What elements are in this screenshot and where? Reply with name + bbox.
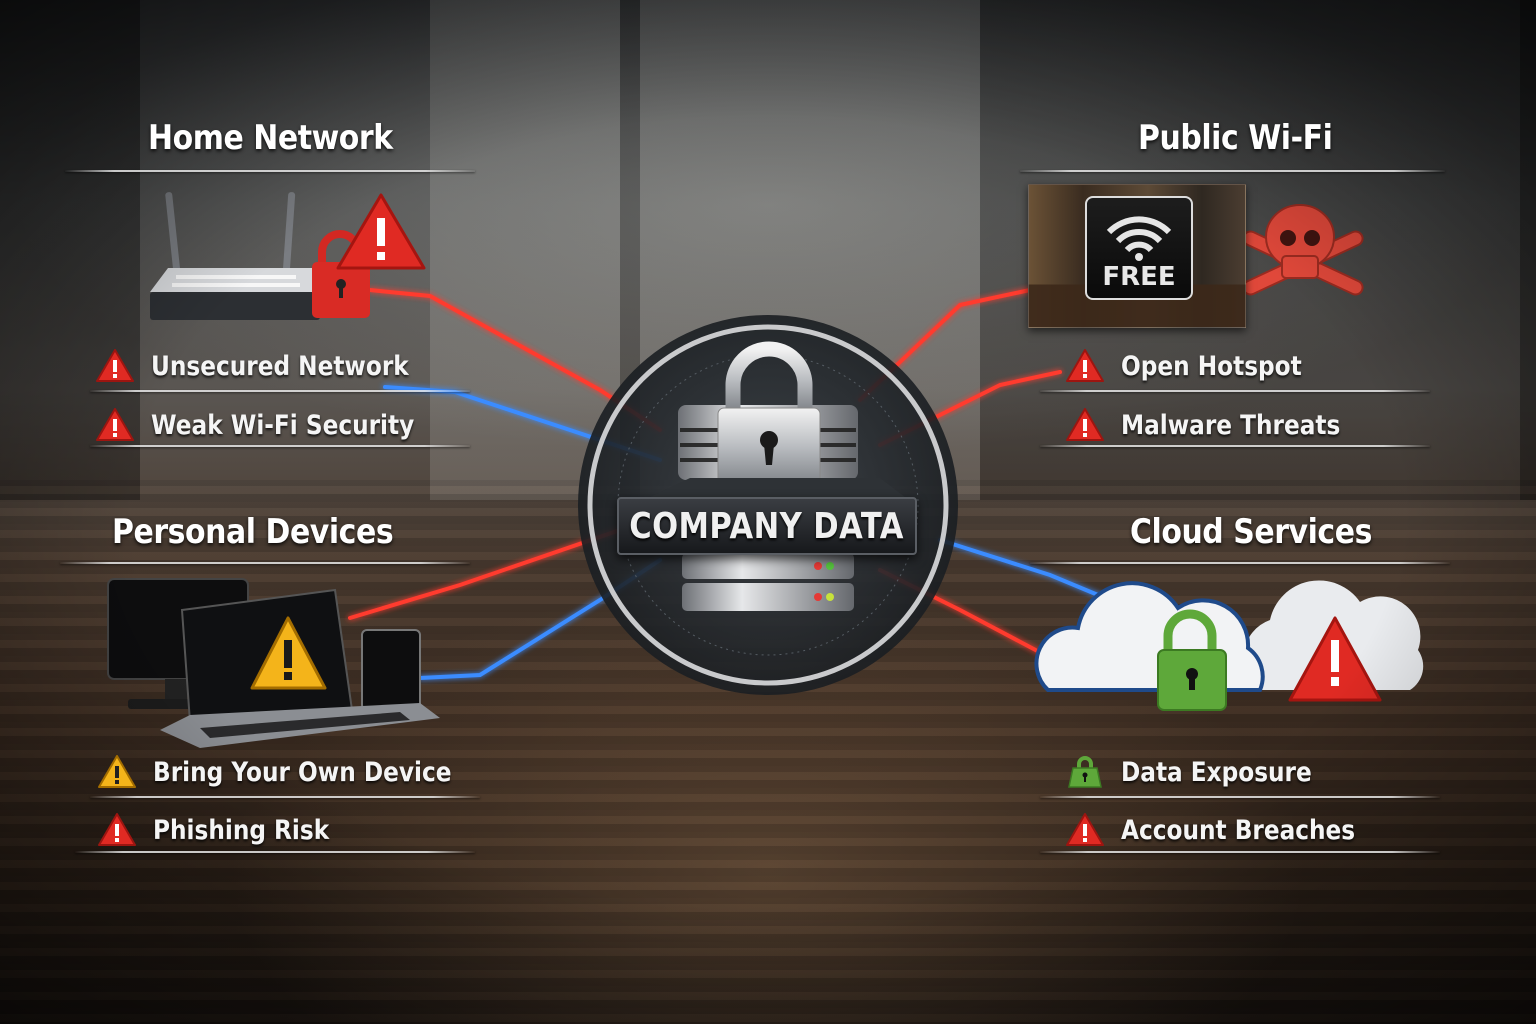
skull-crossbones-icon — [1242, 204, 1364, 296]
divider — [1020, 170, 1445, 172]
company-data-label: COMPANY DATA — [617, 497, 917, 555]
divider — [1040, 851, 1440, 853]
free-wifi-sign: FREE — [1085, 196, 1193, 300]
personal-devices-title: Personal Devices — [112, 512, 394, 552]
divider — [75, 851, 475, 853]
divider — [1040, 390, 1430, 392]
risk-malware-threats: Malware Threats — [1065, 405, 1376, 445]
public-wifi-title: Public Wi-Fi — [1138, 118, 1333, 158]
router-illustration — [150, 192, 320, 320]
risk-data-exposure: Data Exposure — [1065, 752, 1343, 792]
cloud-services-title: Cloud Services — [1130, 512, 1372, 552]
red-warning-large-icon — [336, 193, 426, 270]
red-warning-icon — [1066, 408, 1104, 441]
risk-phishing: Phishing Risk — [97, 810, 358, 850]
divider — [60, 562, 470, 564]
divider — [90, 796, 480, 798]
risk-weak-wifi-security: Weak Wi-Fi Security — [95, 405, 457, 445]
home-network-title: Home Network — [148, 118, 393, 158]
risk-account-breaches: Account Breaches — [1065, 810, 1393, 850]
divider — [90, 390, 470, 392]
yellow-warning-icon — [98, 755, 136, 788]
red-warning-icon — [96, 349, 134, 382]
divider — [65, 170, 475, 172]
red-warning-icon — [96, 408, 134, 441]
red-warning-icon — [1066, 349, 1104, 382]
green-lock-icon — [1068, 756, 1102, 788]
red-warning-icon — [98, 813, 136, 846]
divider — [1040, 445, 1430, 447]
risk-byod: Bring Your Own Device — [97, 752, 500, 792]
red-warning-icon — [1066, 813, 1104, 846]
divider — [1040, 796, 1440, 798]
link-cloud-blue — [938, 538, 1112, 602]
wifi-icon — [1106, 216, 1172, 261]
risk-open-hotspot: Open Hotspot — [1065, 346, 1331, 386]
divider — [90, 445, 470, 447]
risk-unsecured-network: Unsecured Network — [95, 346, 451, 386]
divider — [1030, 562, 1450, 564]
